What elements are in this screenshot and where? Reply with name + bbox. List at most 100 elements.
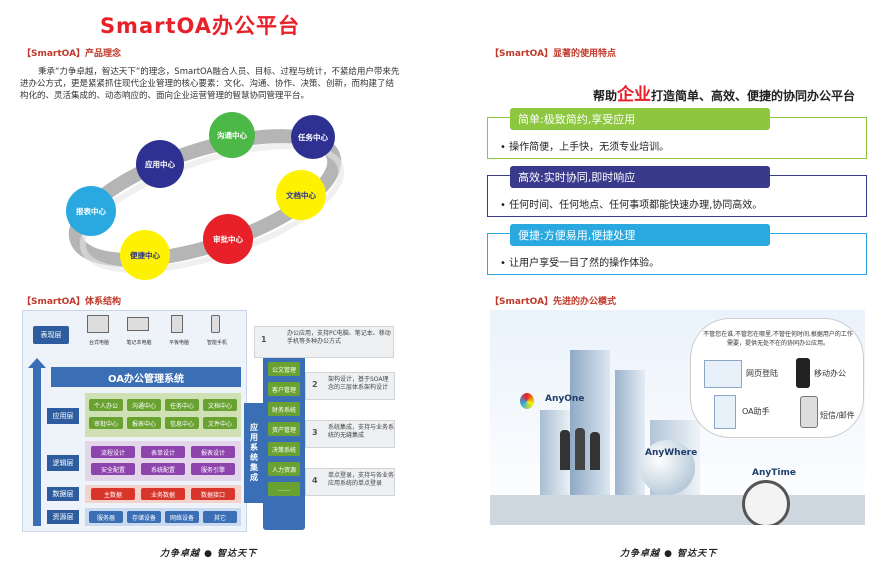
module-cell: 公文管理 bbox=[268, 362, 300, 376]
module-cell: 决策系统 bbox=[268, 442, 300, 456]
label-anytime: AnyTime bbox=[752, 468, 796, 478]
app-cell: 沟通中心 bbox=[127, 399, 161, 411]
mobile-office-icon bbox=[796, 358, 810, 388]
person-silhouette bbox=[590, 432, 600, 470]
feature-band-convenient: 便捷:方便易用,便捷处理 bbox=[510, 224, 770, 246]
note-number: 1 bbox=[261, 335, 267, 344]
resource-cell: 其它 bbox=[203, 511, 237, 523]
resource-layer-box bbox=[85, 508, 241, 526]
note-number: 2 bbox=[312, 380, 318, 389]
sms-email-icon bbox=[800, 396, 818, 428]
note-text: 办公应用，支持PC电脑、笔记本、移动手机等多种办公方式 bbox=[287, 330, 391, 345]
logic-cell: 流程设计 bbox=[91, 446, 135, 458]
logic-cell: 服务引擎 bbox=[191, 463, 235, 475]
architecture-panel: 表现层 台式电脑 笔记本电脑 平板电脑 智能手机 OA办公管理系统 应用层 个人… bbox=[22, 310, 247, 532]
logic-cell: 报表设计 bbox=[191, 446, 235, 458]
data-cell: 业务数据 bbox=[141, 488, 185, 500]
app-cell: 报表中心 bbox=[127, 417, 161, 429]
globe-illustration bbox=[640, 440, 695, 495]
tablet-icon bbox=[171, 315, 183, 333]
architecture-arrow bbox=[33, 366, 41, 526]
section-heading-features: 【SmartOA】显著的使用特点 bbox=[490, 49, 617, 59]
person-silhouette bbox=[560, 430, 570, 470]
center-communication: 沟通中心 bbox=[209, 112, 255, 158]
resource-cell: 服务器 bbox=[89, 511, 123, 523]
footer-slogan-left: 力争卓越 ● 智达天下 bbox=[160, 549, 258, 559]
note-box: 2 架构设计，基于SOA理念的三层体系架构设计 bbox=[305, 372, 395, 400]
module-cell: 人力资源 bbox=[268, 462, 300, 476]
person-silhouette bbox=[575, 428, 585, 470]
oa-assistant-icon bbox=[714, 395, 736, 429]
logic-cell: 安全配置 bbox=[91, 463, 135, 475]
resource-cell: 存储设备 bbox=[127, 511, 161, 523]
note-box: 1 办公应用，支持PC电脑、笔记本、移动手机等多种办公方式 bbox=[254, 326, 394, 358]
section-heading-concept: 【SmartOA】产品理念 bbox=[22, 49, 122, 59]
logic-cell: 表单设计 bbox=[141, 446, 185, 458]
label-anywhere: AnyWhere bbox=[645, 448, 698, 458]
app-cell: 信息中心 bbox=[165, 417, 199, 429]
center-convenience: 便捷中心 bbox=[120, 230, 170, 280]
note-text: 架构设计，基于SOA理念的三层体系架构设计 bbox=[328, 376, 389, 391]
laptop-icon bbox=[127, 317, 149, 331]
footer-slogan-right: 力争卓越 ● 智达天下 bbox=[620, 549, 718, 559]
integration-bar: 应用系统集成 bbox=[244, 403, 264, 503]
layer-resource: 资源层 bbox=[47, 510, 79, 524]
note-box: 3 系统集成，支持与业务系统的无缝集成 bbox=[305, 420, 395, 448]
layer-logic: 逻辑层 bbox=[47, 455, 79, 471]
mode-item: OA助手 bbox=[742, 407, 770, 416]
device-row: 台式电脑 笔记本电脑 平板电脑 智能手机 bbox=[79, 315, 239, 351]
data-cell: 数据接口 bbox=[191, 488, 235, 500]
layer-presentation: 表现层 bbox=[33, 326, 69, 344]
label-anyone: AnyOne bbox=[545, 394, 585, 404]
device-label: 笔记本电脑 bbox=[126, 340, 152, 346]
clock-icon bbox=[742, 480, 790, 525]
module-cell: 财务系统 bbox=[268, 402, 300, 416]
mode-item: 短信/邮件 bbox=[820, 411, 855, 420]
center-application: 应用中心 bbox=[136, 140, 184, 188]
smartphone-icon bbox=[211, 315, 220, 333]
page-title: SmartOA办公平台 bbox=[99, 14, 301, 38]
device-label: 智能手机 bbox=[206, 340, 227, 346]
mode-illustration: AnyOne AnyWhere AnyTime 不管您在谁,不管您在哪里,不管任… bbox=[490, 310, 865, 525]
logic-cell: 系统配置 bbox=[141, 463, 185, 475]
resource-cell: 网络设备 bbox=[165, 511, 199, 523]
module-cell: 资产管理 bbox=[268, 422, 300, 436]
app-cell: 个人办公 bbox=[89, 399, 123, 411]
mode-item: 移动办公 bbox=[814, 369, 846, 378]
app-cell: 审批中心 bbox=[89, 417, 123, 429]
module-cell: 客户管理 bbox=[268, 382, 300, 396]
section-heading-architecture: 【SmartOA】体系结构 bbox=[22, 297, 122, 307]
app-cell: 任务中心 bbox=[165, 399, 199, 411]
app-cell: 文件中心 bbox=[203, 417, 237, 429]
web-login-icon bbox=[704, 360, 742, 388]
feature-band-efficient: 高效:实时协同,即时响应 bbox=[510, 166, 770, 188]
app-cell: 文档中心 bbox=[203, 399, 237, 411]
note-text: 单点登录，支持与各业务应用系统的单点登录 bbox=[328, 472, 395, 487]
feature-band-simple: 简单:极致简约,享受应用 bbox=[510, 108, 770, 130]
section-heading-mode: 【SmartOA】先进的办公模式 bbox=[490, 297, 617, 307]
note-number: 4 bbox=[312, 476, 318, 485]
module-cell: …… bbox=[268, 482, 300, 496]
layer-application: 应用层 bbox=[47, 408, 79, 424]
center-task: 任务中心 bbox=[291, 115, 335, 159]
note-number: 3 bbox=[312, 428, 318, 437]
note-text: 系统集成，支持与业务系统的无缝集成 bbox=[328, 424, 395, 439]
center-document: 文档中心 bbox=[276, 170, 326, 220]
data-cell: 主数据 bbox=[91, 488, 135, 500]
architecture-arrowhead bbox=[28, 358, 46, 368]
desktop-icon bbox=[87, 315, 109, 333]
mode-item: 网页登陆 bbox=[746, 369, 778, 378]
center-approval: 审批中心 bbox=[203, 214, 253, 264]
concept-paragraph: 秉承“力争卓越，智达天下”的理念，SmartOA融合人员、目标、过程与统计，不紧… bbox=[20, 67, 400, 101]
balloon-icon bbox=[520, 393, 534, 409]
ground bbox=[490, 495, 865, 525]
device-label: 台式电脑 bbox=[88, 340, 109, 346]
layer-data: 数据层 bbox=[47, 487, 79, 501]
oa-system-bar: OA办公管理系统 bbox=[51, 367, 241, 387]
device-label: 平板电脑 bbox=[168, 340, 189, 346]
note-box: 4 单点登录，支持与各业务应用系统的单点登录 bbox=[305, 468, 395, 496]
bubble-text: 不管您在谁,不管您在哪里,不管任何时间,根据用户的工作需要，提供无处不在的协同办… bbox=[703, 331, 853, 347]
features-subtitle: 帮助企业打造简单、高效、便捷的协同办公平台 bbox=[593, 85, 856, 105]
center-report: 报表中心 bbox=[66, 186, 116, 236]
